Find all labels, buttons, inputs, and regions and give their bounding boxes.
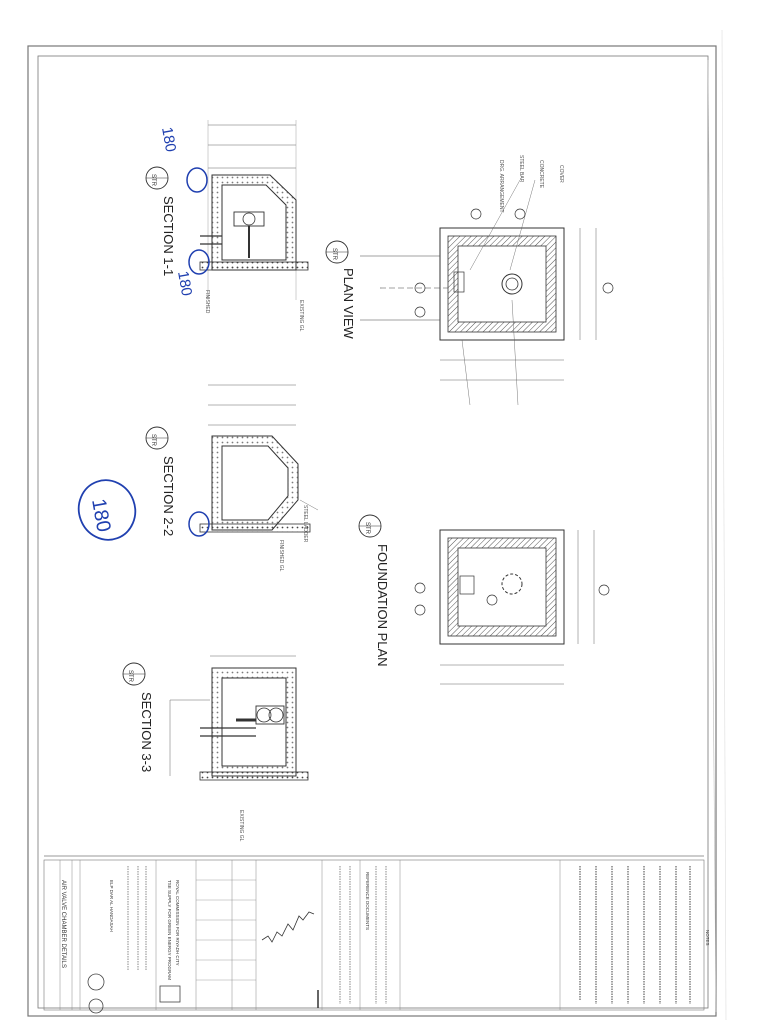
title-block: AIR VALVE CHAMBER DETAILS TSE SUPPLY FOR… bbox=[43, 859, 710, 1014]
plan-view-tag: STR bbox=[331, 248, 337, 261]
drawing-title: AIR VALVE CHAMBER DETAILS bbox=[60, 880, 66, 968]
section-1-1-tag: STR bbox=[150, 174, 156, 187]
svg-text:EXISTING GL: EXISTING GL bbox=[238, 810, 244, 842]
client-name: ROYAL COMMISSION FOR RIYADH CITY bbox=[175, 880, 180, 966]
section-3-3-title: STR SECTION 3-3 bbox=[122, 662, 154, 772]
handwritten-mark-circle: 180 bbox=[87, 497, 114, 534]
svg-text:FINISHED GL: FINISHED GL bbox=[278, 540, 284, 572]
consultant-name: ELP DAR AL HANDASAH bbox=[109, 880, 114, 932]
section-2-2-title: STR SECTION 2-2 bbox=[145, 426, 176, 536]
contractor-logo bbox=[159, 985, 181, 1003]
svg-text:STEEL BAR: STEEL BAR bbox=[518, 155, 524, 183]
consultant-logo bbox=[88, 998, 104, 1014]
foundation-plan-drawing bbox=[414, 529, 610, 685]
section-2-2-drawing: STEEL LADDER FINISHED GL bbox=[199, 384, 319, 572]
svg-text:STEEL LADDER: STEEL LADDER bbox=[302, 505, 308, 543]
section-3-3-drawing: EXISTING GL bbox=[169, 655, 309, 842]
svg-text:DRG. ARRANGEMENT: DRG. ARRANGEMENT bbox=[498, 160, 504, 213]
section-3-3-tag: STR bbox=[127, 670, 133, 683]
reference-documents-header: REFERENCE DOCUMENTS bbox=[365, 872, 370, 930]
svg-text:CONCRETE: CONCRETE bbox=[538, 160, 544, 189]
client-logo bbox=[87, 973, 105, 991]
foundation-plan-label: FOUNDATION PLAN bbox=[375, 544, 390, 667]
plan-view-label: PLAN VIEW bbox=[341, 268, 356, 340]
section-1-1-drawing: EXISTING GL FINISHED bbox=[199, 120, 309, 332]
inner-border bbox=[37, 55, 709, 1009]
outer-border bbox=[27, 45, 717, 1017]
foundation-plan-title: STR FOUNDATION PLAN bbox=[358, 514, 390, 667]
notes-header: NOTES bbox=[705, 930, 710, 946]
section-1-1-title: STR SECTION 1-1 bbox=[145, 166, 176, 276]
section-1-1-label: SECTION 1-1 bbox=[161, 196, 176, 276]
section-2-2-tag: STR bbox=[150, 434, 156, 447]
handwritten-mark-mid: 180 bbox=[174, 270, 195, 298]
handwritten-annotations-top: 180 180 bbox=[158, 126, 210, 298]
plan-view-title: STR PLAN VIEW bbox=[325, 240, 356, 340]
section-2-2-label: SECTION 2-2 bbox=[161, 456, 176, 536]
svg-text:FINISHED: FINISHED bbox=[204, 290, 210, 314]
project-title: TSE SUPPLY FOR GREEN ENERGY PROGRAM bbox=[167, 880, 172, 980]
plan-view-drawing: DRG. ARRANGEMENT STEEL BAR CONCRETE COVE… bbox=[360, 155, 614, 406]
svg-text:COVER: COVER bbox=[558, 165, 564, 183]
handwritten-annotations-mid: 180 bbox=[77, 479, 210, 541]
signature bbox=[261, 911, 315, 943]
handwritten-mark-top: 180 bbox=[158, 126, 179, 154]
svg-text:EXISTING GL: EXISTING GL bbox=[298, 300, 304, 332]
foundation-plan-tag: STR bbox=[364, 522, 370, 535]
section-3-3-label: SECTION 3-3 bbox=[139, 692, 154, 772]
